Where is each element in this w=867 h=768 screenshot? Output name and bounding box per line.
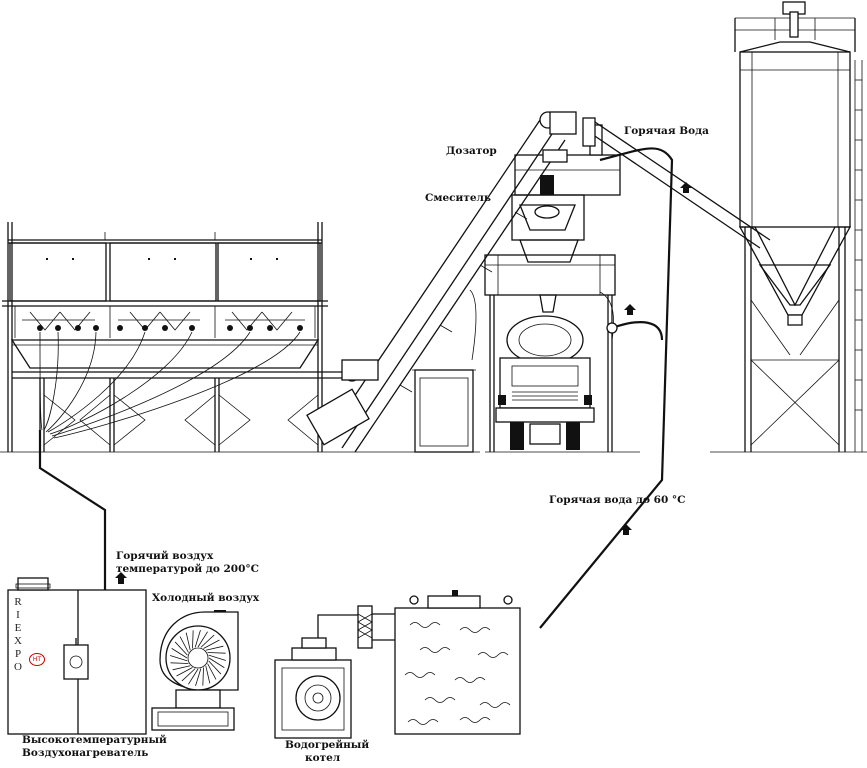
boiler-label-line2: котел: [305, 752, 341, 764]
fan-blade: [194, 629, 201, 648]
mixer-tower-icon: [469, 124, 621, 452]
fan-blade: [195, 668, 202, 687]
water-wave: [454, 677, 486, 683]
water-wave: [459, 627, 491, 633]
fan-blade: [208, 660, 222, 675]
doser-label: Дозатор: [446, 145, 497, 157]
heat-exchanger-icon: [357, 605, 395, 649]
aggregate-bins-icon: [2, 222, 360, 452]
cold-air-label: Холодный воздух: [152, 592, 260, 604]
inclined-conveyor-icon: [306, 111, 577, 453]
mixer-label: Смеситель: [425, 192, 492, 204]
fan-blade: [172, 665, 191, 671]
support-frame-icon: [412, 369, 476, 453]
water-wave: [459, 717, 491, 723]
ht-badge: HT: [29, 653, 45, 666]
screw-conveyor-icon: [582, 117, 771, 249]
brand-letter: O: [14, 661, 22, 673]
fan-blade: [174, 641, 188, 656]
water-tank-icon: [394, 590, 521, 735]
brand-letter: I: [16, 609, 20, 621]
fan-blade: [200, 634, 215, 648]
fan-blade: [203, 639, 220, 649]
fan-blade: [170, 662, 189, 664]
water-wave: [409, 622, 441, 628]
water-wave: [404, 672, 436, 678]
brand-letter: R: [14, 596, 22, 608]
water-boiler-icon: [274, 614, 370, 739]
truck-mixer-icon: [495, 315, 595, 450]
fan-blade: [207, 663, 217, 680]
centrifugal-fan-icon: [151, 611, 239, 731]
fan-blade: [197, 631, 208, 648]
fan-blade: [205, 665, 211, 684]
fan-blade: [207, 652, 226, 654]
brand-vertical-text: R I E X P O: [12, 596, 24, 674]
hot-air-pipe: [38, 430, 107, 590]
fan-blade: [179, 636, 189, 653]
fan-blade: [205, 645, 224, 651]
brand-letter: X: [14, 635, 22, 647]
hot-water-60-label: Горячая вода до 60 °С: [549, 494, 686, 506]
fan-blade: [208, 657, 225, 668]
water-wave: [407, 719, 439, 725]
fan-blade: [176, 667, 193, 677]
air-heater-label-line1: Высокотемпературный: [22, 734, 167, 746]
brand-letter: P: [14, 648, 22, 660]
fan-blade: [192, 630, 194, 649]
fan-blade: [169, 655, 188, 662]
hot-air-label-line2: температурой до 200°С: [116, 563, 260, 575]
fan-blade: [171, 648, 188, 659]
brand-letter: E: [14, 622, 22, 634]
fan-blade: [188, 668, 199, 685]
water-wave: [424, 697, 456, 703]
water-wave: [419, 647, 451, 653]
fan-blade: [185, 632, 191, 651]
water-wave: [479, 702, 511, 708]
hot-air-label-line1: Горячий воздух: [116, 550, 214, 562]
hot-air-heater-icon: [7, 577, 147, 735]
water-wave: [477, 652, 509, 658]
fan-blade: [202, 667, 204, 686]
fan-blade: [208, 654, 227, 661]
hot-water-pipes: [539, 147, 674, 629]
fan-blade: [181, 668, 196, 682]
hot-water-top-label: Горячая Вода: [624, 125, 709, 137]
air-heater-label-line2: Воздухонагреватель: [22, 747, 149, 759]
boiler-label-line1: Водогрейный: [285, 739, 370, 751]
cement-silo-icon: [734, 1, 863, 452]
